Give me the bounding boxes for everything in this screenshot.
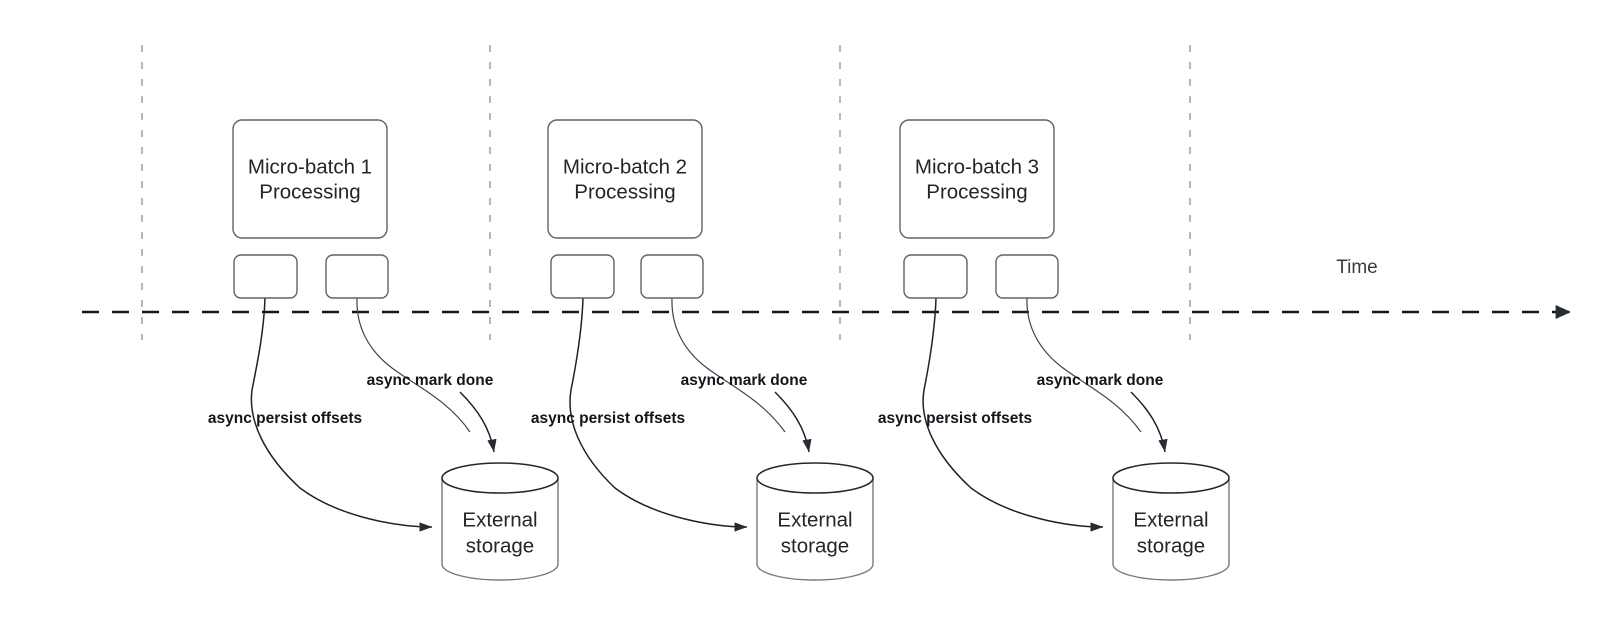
storage-body-2: [756, 478, 874, 581]
time-axis-label: Time: [1336, 257, 1378, 278]
edge-mark-done-1-seg2: [459, 391, 497, 453]
external-storage-2[interactable]: External storage: [756, 462, 874, 581]
external-storage-1[interactable]: External storage: [441, 462, 559, 581]
micro-batch-group-1: Micro-batch 1 Processing External storag…: [208, 119, 559, 581]
edge-label-mark-done-2: async mark done: [681, 372, 808, 389]
process-box-shape: [899, 119, 1055, 239]
storage-top-2: [756, 462, 874, 494]
external-storage-3-line2: storage: [1137, 534, 1205, 557]
micro-batch-group-2: Micro-batch 2 Processing External storag…: [531, 119, 874, 581]
external-storage-3-line1: External: [1133, 508, 1208, 531]
task-box-mark-3[interactable]: [995, 254, 1059, 299]
edge-persist-offsets-3: [922, 297, 1104, 532]
edge-mark-done-3-seg1: [1026, 297, 1142, 433]
micro-batch-2-label-line2: Processing: [574, 180, 675, 203]
micro-batch-2-label-line1: Micro-batch 2: [563, 155, 687, 178]
process-box-shape: [547, 119, 703, 239]
edge-persist-offsets-1: [250, 297, 433, 532]
edge-mark-done-3-seg2: [1130, 391, 1168, 453]
edge-label-mark-done-1: async mark done: [367, 372, 494, 389]
micro-batch-3-label-line1: Micro-batch 3: [915, 155, 1039, 178]
edge-label-mark-done-3: async mark done: [1037, 372, 1164, 389]
edge-label-persist-offsets-3: async persist offsets: [878, 410, 1032, 427]
micro-batch-group-3: Micro-batch 3 Processing External storag…: [878, 119, 1230, 581]
external-storage-1-line1: External: [462, 508, 537, 531]
task-box-mark-1[interactable]: [325, 254, 389, 299]
storage-top-3: [1112, 462, 1230, 494]
edge-mark-done-2-seg1: [671, 297, 786, 433]
external-storage-1-line2: storage: [466, 534, 534, 557]
storage-body-3: [1112, 478, 1230, 581]
micro-batch-3-process-box[interactable]: Micro-batch 3 Processing: [899, 119, 1055, 239]
micro-batch-2-process-box[interactable]: Micro-batch 2 Processing: [547, 119, 703, 239]
edge-label-persist-offsets-2: async persist offsets: [531, 410, 685, 427]
storage-top-1: [441, 462, 559, 494]
micro-batch-1-label-line2: Processing: [259, 180, 360, 203]
task-box-persist-3[interactable]: [903, 254, 968, 299]
task-box-persist-2[interactable]: [550, 254, 615, 299]
task-box-mark-2[interactable]: [640, 254, 704, 299]
time-axis: Time: [82, 257, 1571, 319]
task-box-persist-1[interactable]: [233, 254, 298, 299]
external-storage-3[interactable]: External storage: [1112, 462, 1230, 581]
external-storage-2-line2: storage: [781, 534, 849, 557]
edge-mark-done-2-seg2: [774, 391, 812, 453]
edge-mark-done-1-seg1: [356, 297, 471, 433]
micro-batch-1-label-line1: Micro-batch 1: [248, 155, 372, 178]
micro-batch-1-process-box[interactable]: Micro-batch 1 Processing: [232, 119, 388, 239]
process-box-shape: [232, 119, 388, 239]
micro-batch-3-label-line2: Processing: [926, 180, 1027, 203]
edge-persist-offsets-2: [569, 297, 748, 532]
edge-label-persist-offsets-1: async persist offsets: [208, 410, 362, 427]
storage-body-1: [441, 478, 559, 581]
external-storage-2-line1: External: [777, 508, 852, 531]
